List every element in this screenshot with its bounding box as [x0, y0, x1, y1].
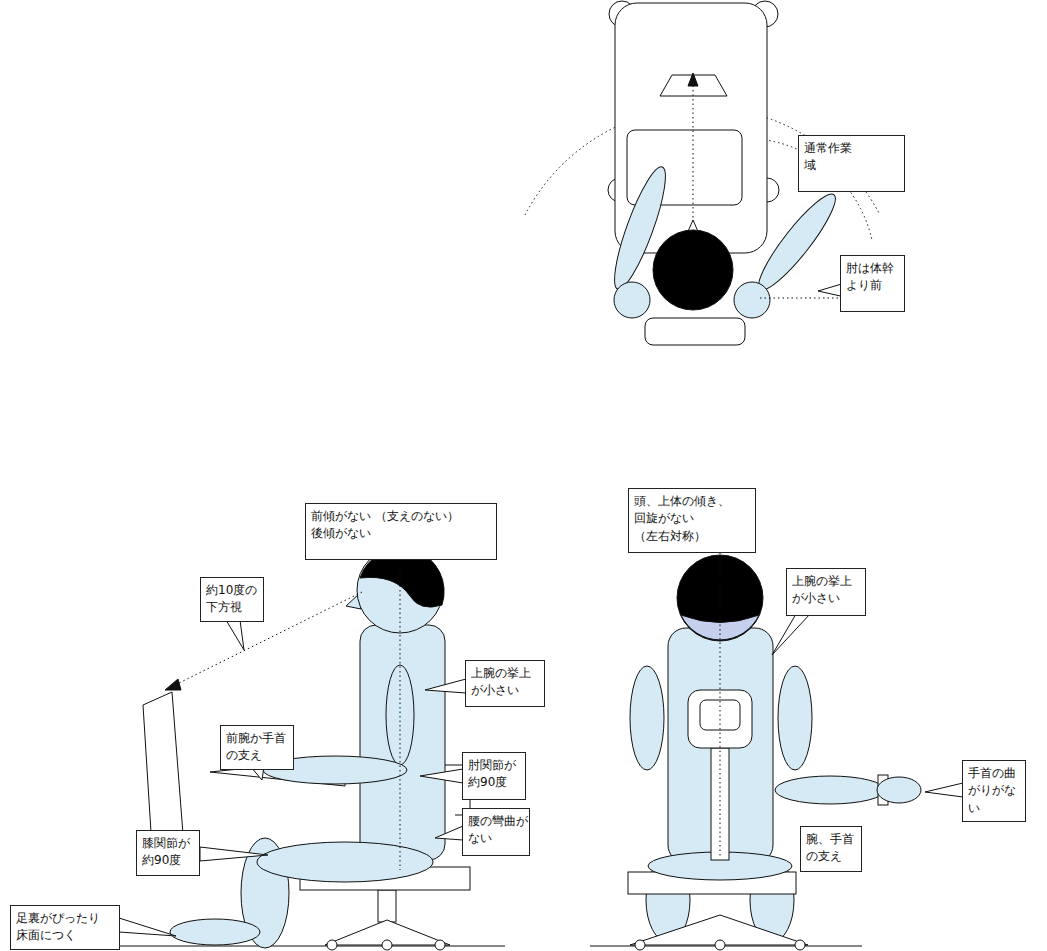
upper-arm — [630, 666, 664, 770]
callout-text: 足裏がぴったり 床面につく — [16, 910, 114, 945]
callout-text: 通常作業 域 — [804, 140, 866, 175]
callout-box: 膝関節が 約90度 — [136, 830, 200, 876]
callout-tail — [119, 918, 176, 936]
callout-box: 通常作業 域 — [798, 135, 905, 192]
callout-box: 約10度の 下方視 — [200, 577, 264, 622]
floor-line — [120, 946, 505, 947]
callout-text: 前腕か手首 の支え — [226, 730, 288, 765]
callout-box: 腕、手首 の支え — [800, 826, 862, 872]
callout-box: 頭、上体の傾き、 回旋がない （左右対称） — [628, 488, 756, 553]
front-view — [590, 548, 963, 950]
wheel — [635, 940, 645, 950]
wheel — [435, 940, 445, 950]
chin — [681, 615, 759, 640]
callout-box: 腰の彎曲が ない — [462, 808, 530, 856]
callout-box: 前腕か手首 の支え — [220, 725, 294, 770]
floor-line — [590, 946, 862, 947]
callout-tail — [925, 783, 963, 797]
callout-tail — [200, 847, 268, 861]
callout-text: 腰の彎曲が ない — [468, 813, 524, 848]
side-view — [119, 545, 505, 950]
callout-text: 腕、手首 の支え — [806, 831, 856, 866]
callout-box: 前傾がない （支えのない）後傾がない — [305, 503, 497, 560]
forearm — [775, 776, 885, 804]
callout-box: 上腕の挙上 が小さい — [465, 660, 545, 707]
head-top — [653, 230, 733, 310]
callout-tail — [435, 826, 463, 840]
callout-text: 肘は体幹 より前 — [846, 260, 899, 295]
callout-text: 手首の曲 がりがな い — [968, 765, 1020, 817]
thigh — [257, 842, 433, 882]
callout-tail — [420, 769, 463, 783]
right-shoulder — [734, 282, 770, 318]
chair-back-top — [645, 318, 745, 345]
foot — [170, 919, 260, 945]
posture-line — [720, 548, 721, 856]
arrow-head — [688, 73, 698, 86]
right-arm — [750, 187, 844, 298]
hand — [877, 777, 921, 803]
callout-tail — [226, 620, 244, 650]
chair-stem — [378, 890, 396, 922]
left-shoulder — [614, 282, 650, 318]
torso — [360, 625, 445, 860]
gaze-line — [693, 86, 694, 240]
upper-arm — [778, 666, 812, 770]
wheel — [382, 940, 392, 950]
wheel — [795, 940, 805, 950]
arrow-head — [165, 679, 181, 690]
callout-tail — [772, 614, 810, 655]
callout-box: 上腕の挙上 が小さい — [786, 568, 866, 616]
wheel — [327, 940, 337, 950]
callout-box: 肘は体幹 より前 — [840, 255, 905, 312]
callout-text: 頭、上体の傾き、 回旋がない （左右対称） — [634, 493, 750, 545]
callout-text: 膝関節が 約90度 — [142, 835, 194, 870]
callout-text: 前傾がない （支えのない）後傾がない — [311, 508, 491, 543]
callout-text: 肘関節が 約90度 — [468, 757, 520, 792]
callout-text: 上腕の挙上 が小さい — [471, 665, 539, 700]
callout-box: 手首の曲 がりがな い — [962, 760, 1026, 822]
callout-box: 肘関節が 約90度 — [462, 752, 526, 800]
callout-text: 上腕の挙上 が小さい — [792, 573, 860, 608]
callout-text: 約10度の 下方視 — [206, 582, 258, 617]
posture-line — [400, 545, 401, 870]
callout-tail — [425, 679, 466, 693]
wheel — [715, 940, 725, 950]
callout-box: 足裏がぴったり 床面につく — [10, 905, 120, 950]
